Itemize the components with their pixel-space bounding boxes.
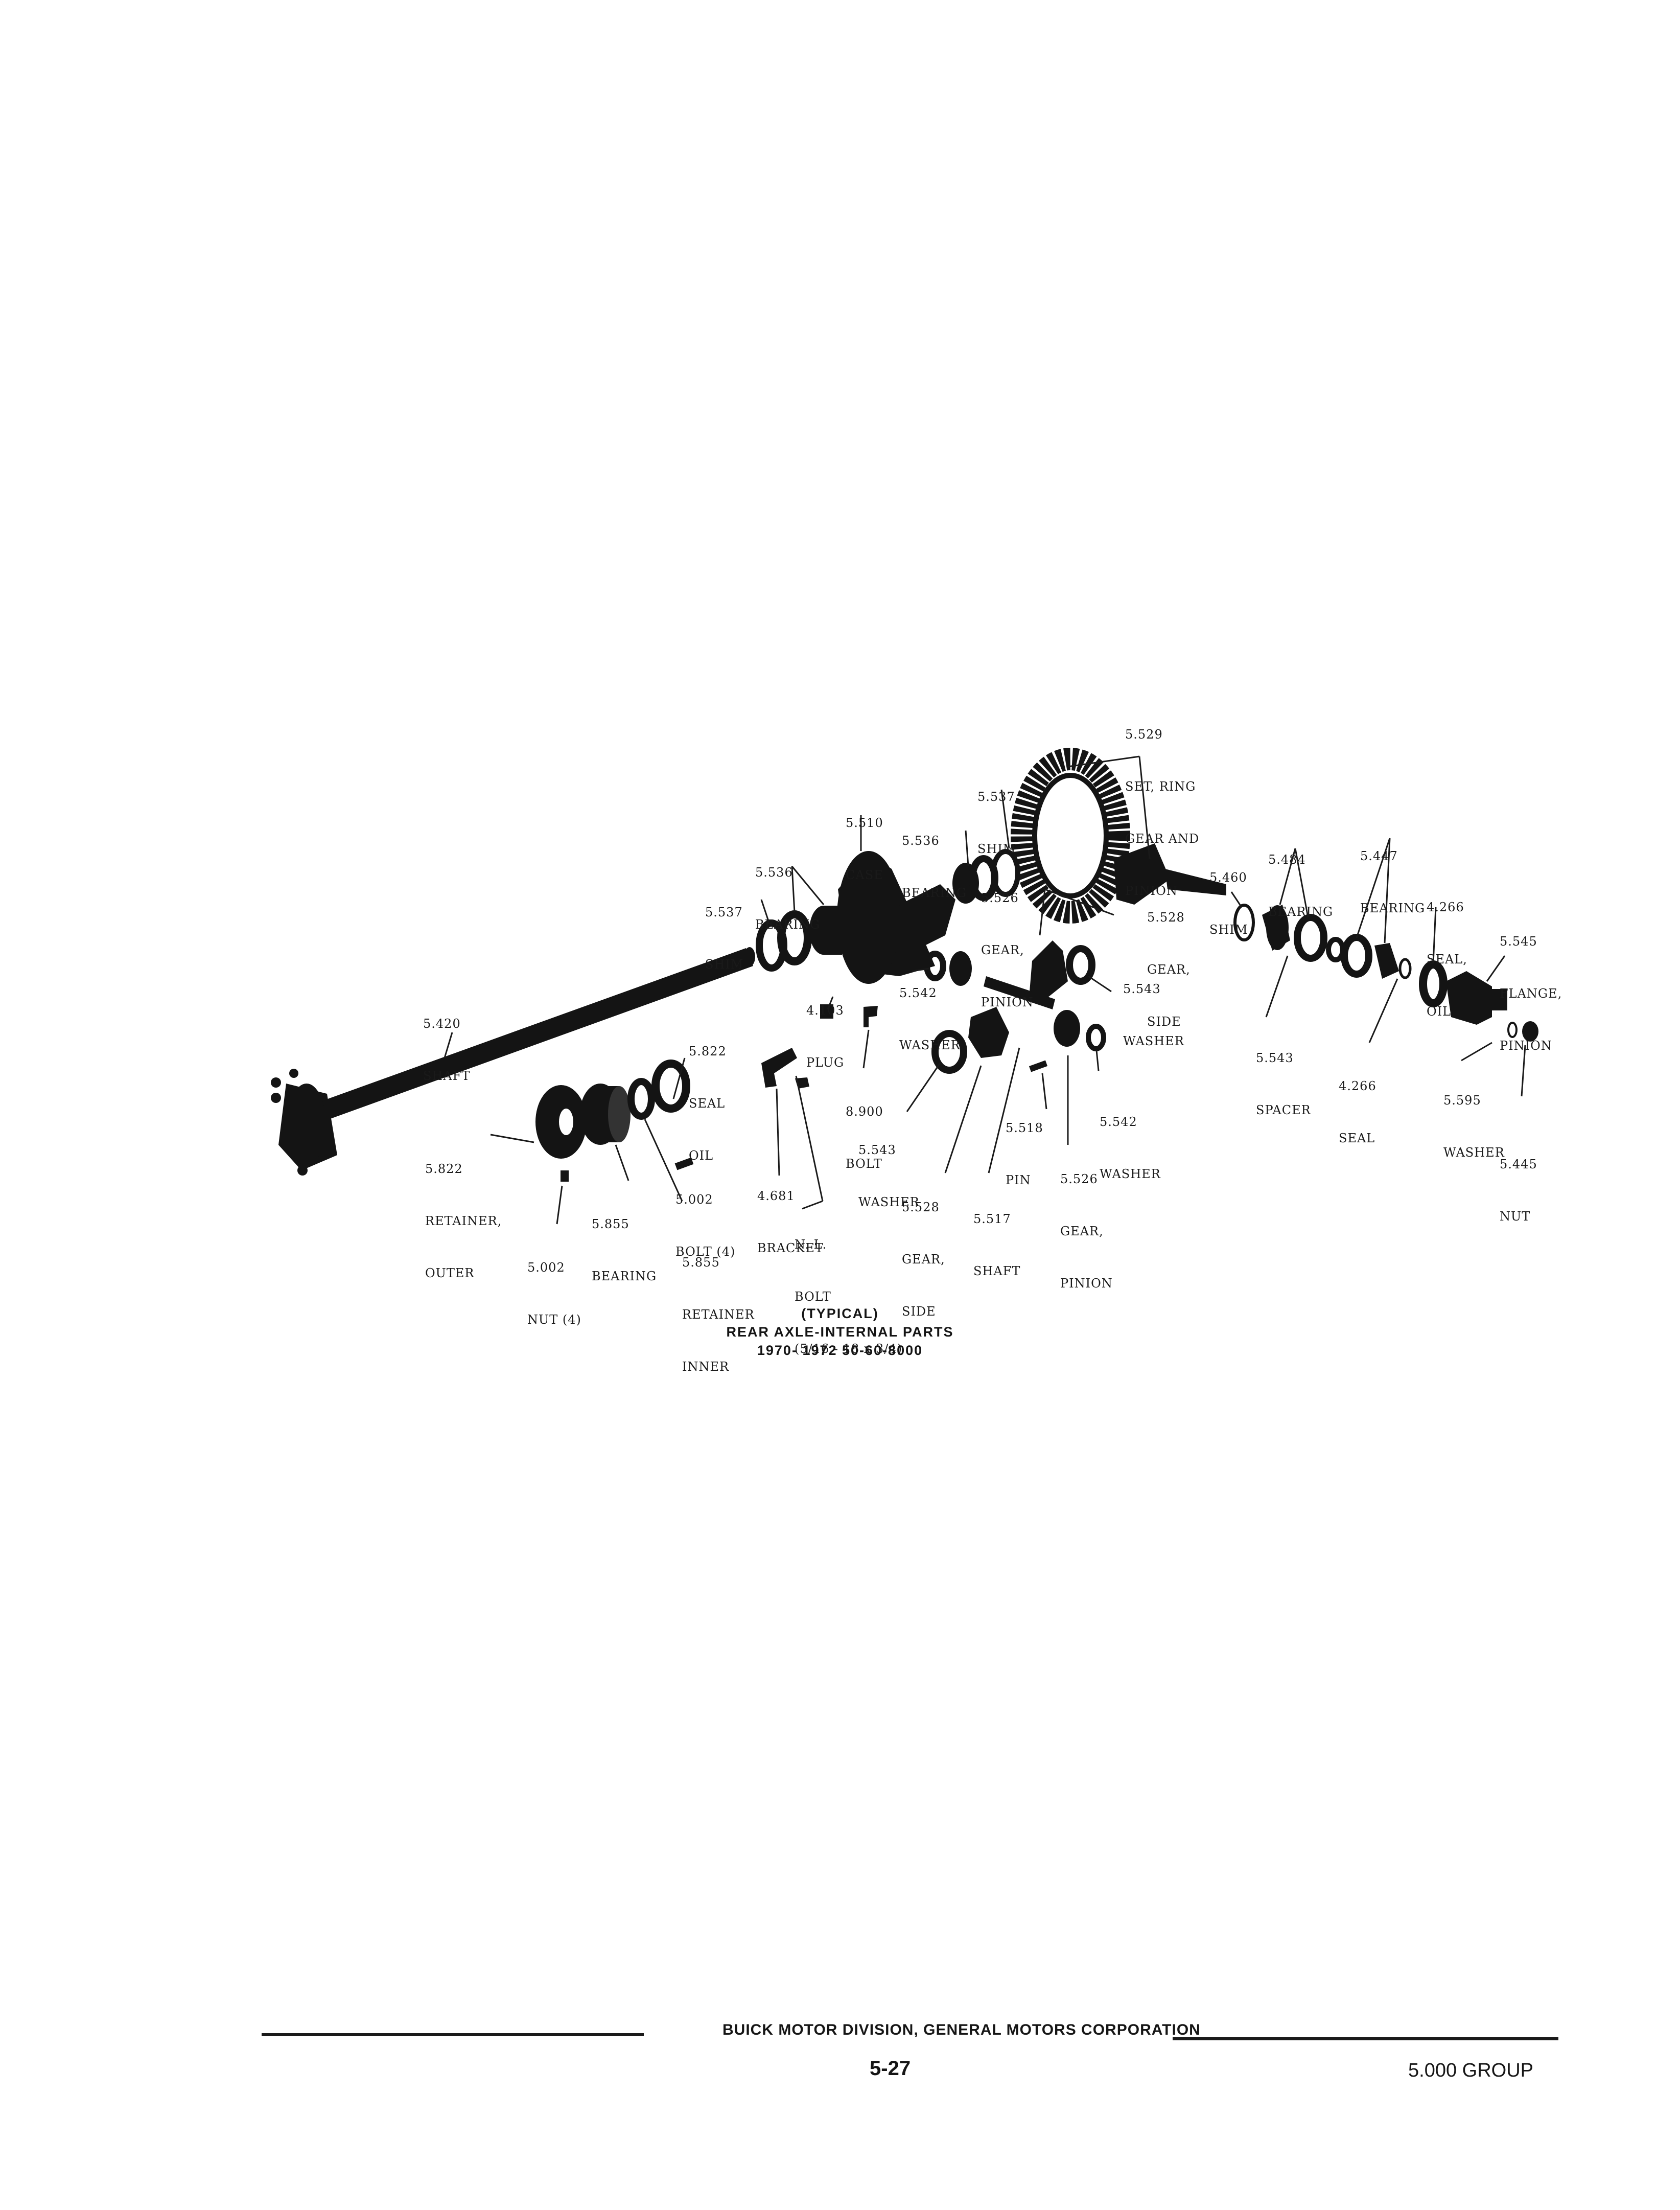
page-number: 5-27: [870, 2057, 911, 2080]
axle-shaft-part: [271, 947, 755, 1176]
label-gear-pinion-bottom: 5.526 GEAR, PINION: [1060, 1172, 1113, 1291]
label-plug: 4.103 PLUG: [806, 1003, 845, 1070]
label-washer-542-top: 5.542 WASHER: [899, 986, 961, 1052]
label-shaft-420: 5.420 SHAFT: [423, 1017, 471, 1083]
label-seal-oil-left: 5.822 SEAL OIL: [689, 1044, 727, 1163]
nut-445-part: [1522, 1021, 1538, 1042]
pin-part: [1029, 1060, 1048, 1072]
cross-shaft-part: [984, 976, 1055, 1009]
side-gear-top-part: [1030, 940, 1068, 1002]
label-washer-595: 5.595 WASHER: [1443, 1093, 1505, 1160]
footer-company: BUICK MOTOR DIVISION, GENERAL MOTORS COR…: [722, 2021, 1201, 2038]
shim-right-part: [1233, 904, 1255, 941]
ring-gear-part: [1011, 748, 1130, 924]
retainer-outer-part: [535, 1085, 587, 1159]
label-washer-542-right: 5.542 WASHER: [1100, 1115, 1161, 1181]
caption-years: 1970- 1972 50-60-8000: [757, 1343, 923, 1358]
leader-lines: [444, 755, 1526, 1225]
label-seal-oil-right: 4.266 SEAL, OIL: [1427, 900, 1467, 1019]
washer-543-right-part: [1066, 945, 1095, 985]
label-gear-side-top: 5.528 GEAR, SIDE: [1147, 910, 1191, 1029]
seal-oil-left-part: [651, 1060, 690, 1113]
differential-case-part: [837, 851, 955, 984]
side-gear-bottom-part: [968, 1007, 1009, 1058]
label-nl-bolt: N. L. BOLT (5/16 - 18 x 3/4): [795, 1237, 902, 1356]
label-seal-266: 4.266 SEAL: [1339, 1079, 1376, 1145]
bolt-002-part: [674, 1157, 694, 1170]
label-spacer: 5.543 SPACER: [1256, 1051, 1311, 1117]
label-shaft-517: 5.517 SHAFT: [973, 1212, 1021, 1278]
footer-rule-left: [262, 2033, 644, 2036]
label-nut-002: 5.002 NUT (4): [527, 1260, 581, 1327]
label-nut-445: 5.445 NUT: [1500, 1157, 1537, 1224]
retainer-inner-part: [627, 1078, 655, 1120]
bearing-447-part: [1341, 934, 1399, 979]
label-bolt-002: 5.002 BOLT (4): [675, 1192, 736, 1259]
bracket-part: [761, 1048, 809, 1089]
label-bearing-855: 5.855 BEARING: [592, 1217, 657, 1283]
washer-543-left-part: [931, 1030, 967, 1074]
footer-rule-right: [1173, 2037, 1558, 2040]
seal-oil-right-part: [1419, 960, 1448, 1007]
diagram-caption: (TYPICAL) REAR AXLE-INTERNAL PARTS 1970-…: [726, 1304, 953, 1360]
bolt-900-part: [864, 1006, 878, 1027]
seal-266-part: [1398, 958, 1412, 979]
label-shim-left: 5.537 SHIM: [705, 905, 744, 972]
pinion-gear-top-part: [949, 951, 972, 986]
label-pin: 5.518 PIN: [1006, 1121, 1043, 1187]
label-washer-543-left: 5.543 WASHER: [858, 1143, 920, 1209]
label-bearing-mid: 5.536 BEARING: [902, 834, 967, 900]
label-bearing-447: 5.447 BEARING: [1360, 849, 1426, 915]
shim-top-part: [991, 849, 1020, 897]
label-retainer-inner: 5.855 RETAINER INNER: [682, 1255, 755, 1374]
washer-542-top-part: [924, 951, 946, 981]
bearing-484-part: [1262, 905, 1327, 962]
label-shim-right: 5.460 SHIM: [1209, 870, 1248, 937]
label-gear-side-bottom: 5.528 GEAR, SIDE: [902, 1200, 945, 1319]
label-retainer-outer: 5.822 RETAINER, OUTER: [425, 1162, 502, 1280]
label-bolt-900: 8.900 BOLT: [846, 1104, 883, 1171]
bearing-855-part: [580, 1084, 631, 1145]
label-case: 5.510 CASE: [846, 816, 883, 882]
label-gear-pinion-top: 5.526 GEAR, PINION: [981, 891, 1034, 1009]
label-bearing-484: 5.484 BEARING: [1268, 853, 1334, 919]
drive-pinion-part: [1114, 843, 1226, 905]
flange-pinion-part: [1446, 971, 1507, 1025]
washer-542-right-part: [1086, 1024, 1106, 1051]
group-label: 5.000 GROUP: [1408, 2060, 1533, 2081]
caption-title: REAR AXLE-INTERNAL PARTS: [726, 1324, 954, 1340]
label-bearing-left: 5.536 BEARING: [755, 865, 821, 932]
bearing-left-part: [777, 906, 842, 965]
label-flange-pinion: 5.545 FLANGE, PINION: [1500, 934, 1562, 1053]
label-bracket: 4.681 BRACKET: [757, 1189, 824, 1255]
label-shim-top: 5.537 SHIM: [977, 790, 1016, 856]
spacer-part: [1326, 937, 1345, 962]
caption-typical: (TYPICAL): [801, 1306, 879, 1321]
nut-002-part: [561, 1170, 569, 1182]
label-washer-543-right: 5.543 WASHER: [1123, 982, 1184, 1048]
washer-595-part: [1507, 1022, 1518, 1038]
plug-part: [820, 1004, 833, 1019]
pinion-gear-bottom-part: [1054, 1010, 1080, 1047]
label-set-ring-gear: 5.529 SET, RING GEAR AND PINION: [1125, 727, 1200, 898]
